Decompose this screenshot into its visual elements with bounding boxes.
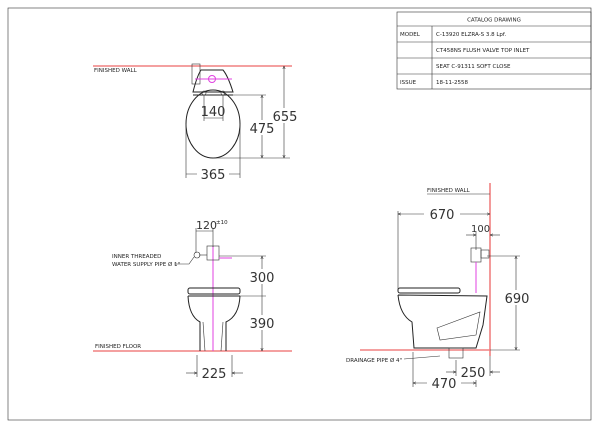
flush-valve bbox=[191, 63, 201, 85]
drawing-border bbox=[7, 7, 592, 421]
dim-365: 365 bbox=[201, 168, 226, 183]
dim-120: 120 bbox=[196, 219, 217, 232]
top-view: FINISHED WALL 140 475 655 365 bbox=[93, 63, 298, 183]
seat bbox=[397, 287, 461, 294]
bowl-outline bbox=[185, 89, 241, 159]
dim-100: 100 bbox=[471, 224, 490, 235]
row-key: MODEL bbox=[400, 32, 421, 38]
flush-valve bbox=[470, 247, 482, 263]
row-value: 18-11-2558 bbox=[436, 80, 468, 86]
front-view: FINISHED FLOOR INNER THREADED WATER SUPP… bbox=[93, 219, 292, 382]
supply-label: WATER SUPPLY PIPE Ø 1" bbox=[112, 261, 180, 268]
dim-655: 655 bbox=[273, 110, 298, 125]
dim-475: 475 bbox=[250, 122, 275, 137]
title-block: CATALOG DRAWING MODEL C-13920 ELZRA-S 3.… bbox=[396, 11, 592, 90]
supply-label: INNER THREADED bbox=[112, 254, 161, 260]
drain-label: DRAINAGE PIPE Ø 4" bbox=[346, 357, 402, 364]
dim-690: 690 bbox=[505, 292, 530, 307]
wall-label: FINISHED WALL bbox=[427, 188, 471, 194]
row-key: ISSUE bbox=[400, 80, 417, 86]
row-value: SEAT C-91311 SOFT CLOSE bbox=[436, 64, 511, 70]
floor-label: FINISHED FLOOR bbox=[95, 344, 141, 350]
dim-390: 390 bbox=[250, 317, 275, 332]
seat bbox=[187, 287, 241, 295]
dim-140: 140 bbox=[201, 105, 226, 120]
row-value: C-13920 ELZRA-S 3.8 Lpf. bbox=[436, 32, 506, 38]
bowl-outline bbox=[187, 295, 241, 351]
dim-670: 670 bbox=[430, 208, 455, 223]
drain-pipe bbox=[448, 347, 464, 359]
dim-tolerance: ±10 bbox=[216, 220, 228, 226]
wall-label: FINISHED WALL bbox=[94, 68, 138, 74]
dim-470: 470 bbox=[432, 377, 457, 392]
title-heading: CATALOG DRAWING bbox=[467, 18, 521, 24]
row-value: CT458NS FLUSH VALVE TOP INLET bbox=[436, 48, 530, 54]
side-view: FINISHED WALL 670 100 DRAINAGE PIPE Ø 4"… bbox=[346, 183, 531, 392]
dim-250: 250 bbox=[461, 366, 486, 381]
dim-300: 300 bbox=[250, 271, 275, 286]
bowl-outline bbox=[397, 294, 488, 349]
dim-225: 225 bbox=[202, 367, 227, 382]
